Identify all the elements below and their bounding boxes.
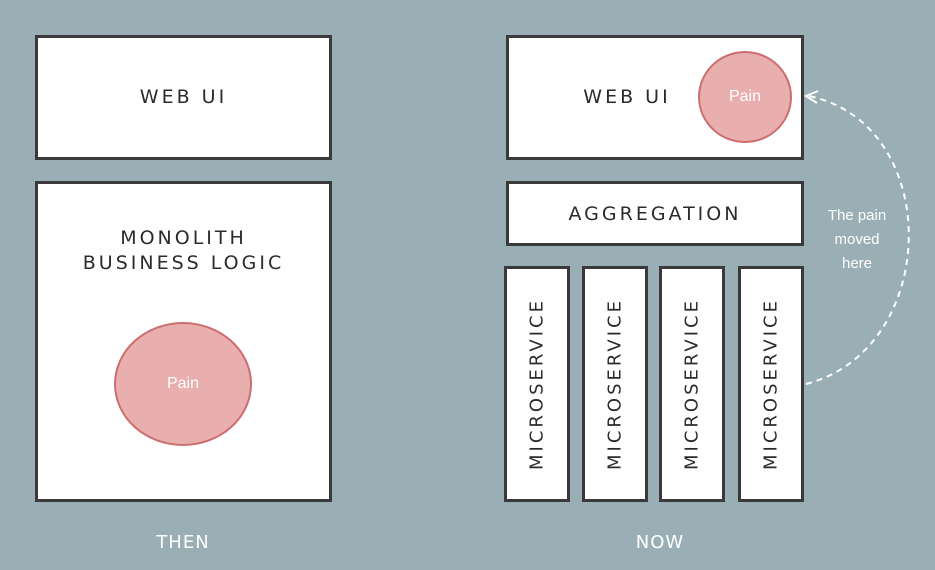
now-pain-label: Pain <box>728 88 762 105</box>
pain-moved-note: The pain moved here <box>815 204 899 276</box>
arrow-head-icon <box>803 90 819 104</box>
then-pain-circle: Pain <box>114 322 252 446</box>
then-caption: THEN <box>156 532 210 553</box>
then-web-ui-box: WEB UI <box>35 35 332 160</box>
microservice-box-1: MICROSERVICE <box>504 266 570 502</box>
pain-moved-arrow-path <box>805 95 910 385</box>
microservice-box-3: MICROSERVICE <box>659 266 725 502</box>
then-web-ui-label: WEB UI <box>139 86 228 108</box>
now-caption: NOW <box>635 532 685 553</box>
now-web-ui-label: WEB UI <box>583 86 671 108</box>
aggregation-box: AGGREGATION <box>506 181 804 246</box>
then-pain-label: Pain <box>166 375 200 392</box>
monolith-label: MONOLITH BUSINESS LOGIC <box>82 227 285 274</box>
microservice-box-2: MICROSERVICE <box>582 266 648 502</box>
microservice-box-4: MICROSERVICE <box>738 266 804 502</box>
aggregation-label: AGGREGATION <box>568 203 742 225</box>
now-pain-circle: Pain <box>698 51 792 143</box>
